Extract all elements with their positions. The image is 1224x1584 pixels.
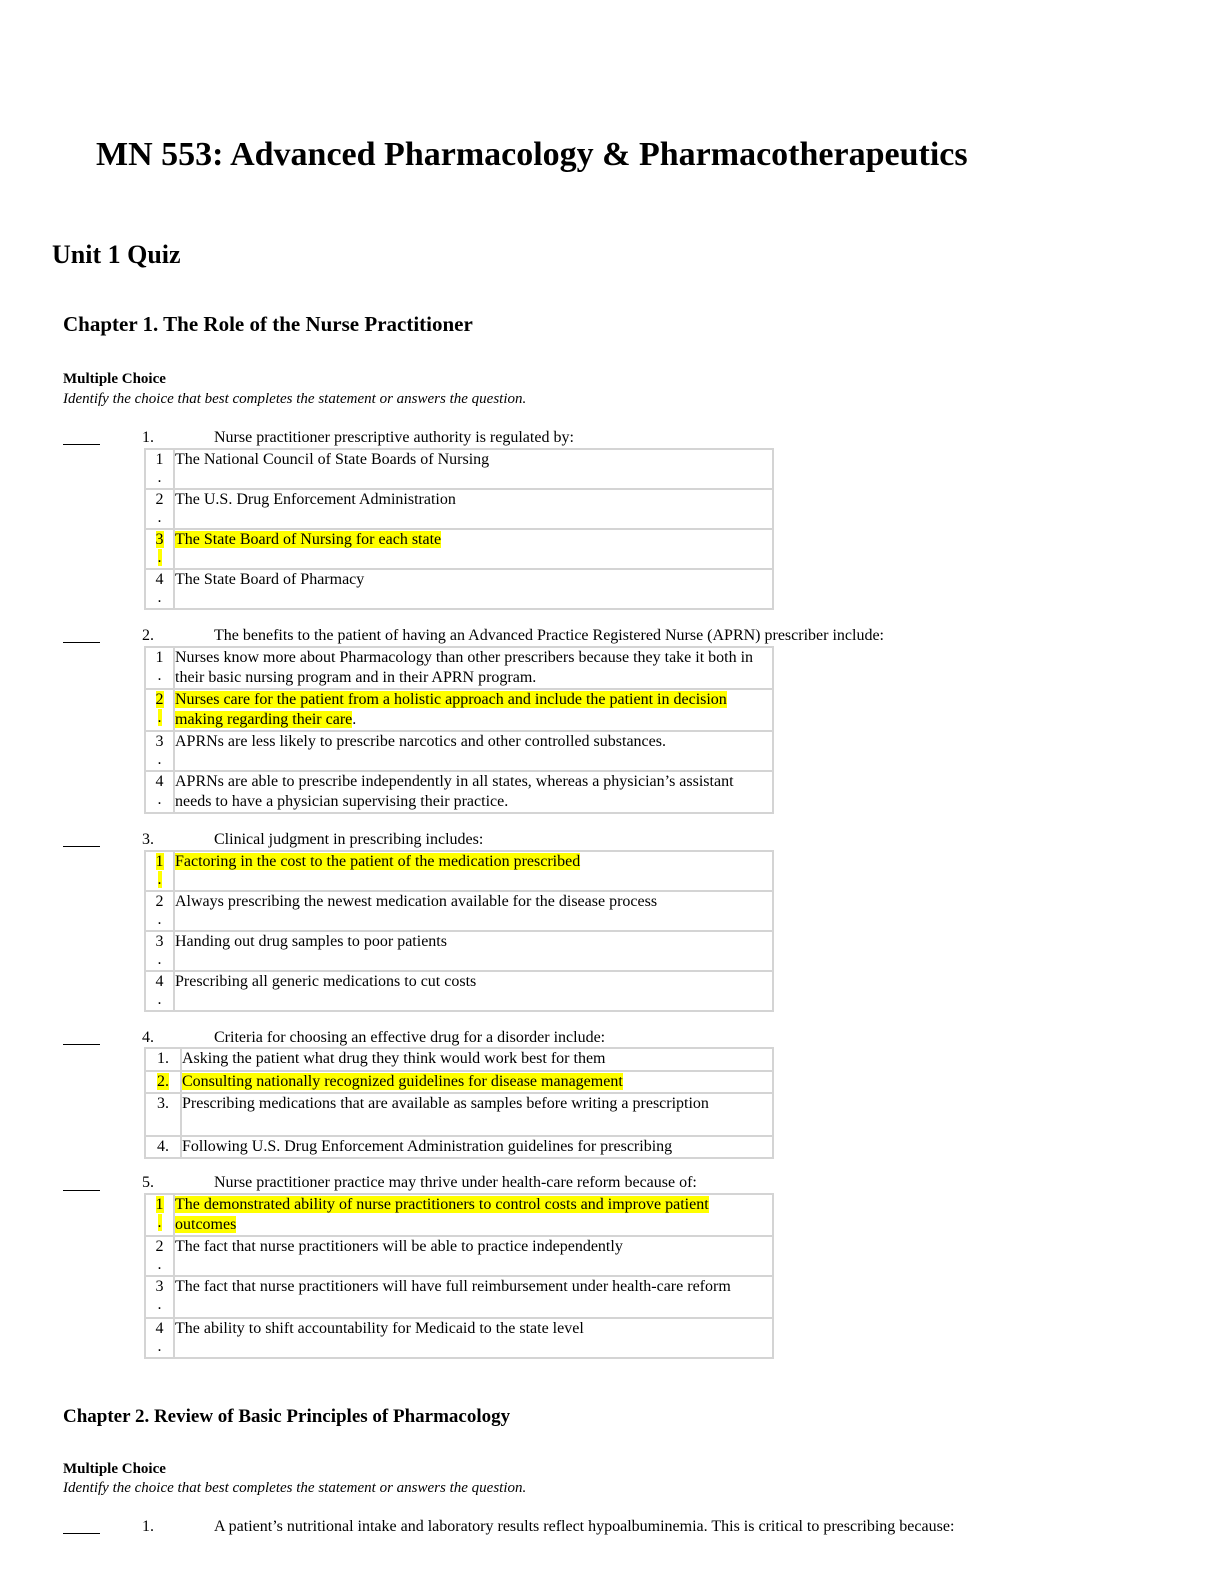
options-table-q1: 1. The National Council of State Boards … <box>144 448 774 610</box>
question-text: A patient’s nutritional intake and labor… <box>214 1518 955 1535</box>
option-row[interactable]: 4. APRNs are able to prescribe independe… <box>144 770 774 814</box>
option-number: 2. <box>144 890 175 932</box>
question-text: The benefits to the patient of having an… <box>214 627 884 644</box>
option-row-correct[interactable]: 1. Factoring in the cost to the patient … <box>144 850 774 892</box>
option-row[interactable]: 3. Prescribing medications that are avai… <box>144 1092 774 1137</box>
option-number: 3. <box>144 528 175 570</box>
option-text: APRNs are less likely to prescribe narco… <box>173 730 774 772</box>
chapter-2-title: Chapter 2. Review of Basic Principles of… <box>63 1406 511 1427</box>
option-row-correct[interactable]: 3. The State Board of Nursing for each s… <box>144 528 774 570</box>
option-text: Nurses care for the patient from a holis… <box>173 688 774 732</box>
options-table-q5: 1. The demonstrated ability of nurse pra… <box>144 1193 774 1359</box>
option-text: The ability to shift accountability for … <box>173 1317 774 1359</box>
option-row[interactable]: 2. The U.S. Drug Enforcement Administrat… <box>144 488 774 530</box>
option-number: 4. <box>144 770 175 814</box>
option-text: The State Board of Nursing for each stat… <box>173 528 774 570</box>
option-text: The State Board of Pharmacy <box>173 568 774 610</box>
option-row[interactable]: 3. APRNs are less likely to prescribe na… <box>144 730 774 772</box>
option-number: 1. <box>144 850 175 892</box>
option-row[interactable]: 4. The ability to shift accountability f… <box>144 1317 774 1359</box>
option-number: 4. <box>144 1135 182 1159</box>
option-row[interactable]: 1. Nurses know more about Pharmacology t… <box>144 646 774 690</box>
option-text: Following U.S. Drug Enforcement Administ… <box>180 1135 774 1159</box>
question-text: Nurse practitioner prescriptive authorit… <box>214 429 574 446</box>
option-text: The fact that nurse practitioners will h… <box>173 1275 774 1319</box>
chapter-1-title: Chapter 1. The Role of the Nurse Practit… <box>63 312 473 336</box>
instructions: Identify the choice that best completes … <box>63 391 527 407</box>
option-number: 1. <box>144 448 175 490</box>
option-number: 1. <box>144 646 175 690</box>
option-row[interactable]: 3. Handing out drug samples to poor pati… <box>144 930 774 972</box>
option-number: 2. <box>144 688 175 732</box>
option-row-correct[interactable]: 2. Nurses care for the patient from a ho… <box>144 688 774 732</box>
option-row[interactable]: 4. The State Board of Pharmacy <box>144 568 774 610</box>
answer-blank-q3[interactable] <box>63 846 100 847</box>
option-number: 2. <box>144 488 175 530</box>
option-row-correct[interactable]: 2. Consulting nationally recognized guid… <box>144 1070 774 1094</box>
option-row[interactable]: 4. Following U.S. Drug Enforcement Admin… <box>144 1135 774 1159</box>
option-text: Nurses know more about Pharmacology than… <box>173 646 774 690</box>
option-text: Prescribing medications that are availab… <box>180 1092 774 1137</box>
highlighted-answer: The demonstrated ability of nurse practi… <box>175 1196 709 1233</box>
option-row-correct[interactable]: 1. The demonstrated ability of nurse pra… <box>144 1193 774 1237</box>
question-number: 1. <box>142 1518 154 1535</box>
option-text: Handing out drug samples to poor patient… <box>173 930 774 972</box>
question-text: Clinical judgment in prescribing include… <box>214 831 484 848</box>
question-number: 4. <box>142 1029 154 1046</box>
options-table-q4: 1. Asking the patient what drug they thi… <box>144 1047 774 1159</box>
option-row[interactable]: 4. Prescribing all generic medications t… <box>144 970 774 1012</box>
answer-blank-q5[interactable] <box>63 1190 100 1191</box>
answer-blank-q4[interactable] <box>63 1044 100 1045</box>
option-number: 3. <box>144 1092 182 1137</box>
option-number: 3. <box>144 1275 175 1319</box>
question-number: 1. <box>142 429 154 446</box>
option-text: Prescribing all generic medications to c… <box>173 970 774 1012</box>
option-text: Always prescribing the newest medication… <box>173 890 774 932</box>
option-text: Asking the patient what drug they think … <box>180 1047 774 1072</box>
course-title: MN 553: Advanced Pharmacology & Pharmaco… <box>96 136 968 173</box>
option-row[interactable]: 2. Always prescribing the newest medicat… <box>144 890 774 932</box>
option-number: 3. <box>144 930 175 972</box>
option-row[interactable]: 1. The National Council of State Boards … <box>144 448 774 490</box>
unit-title: Unit 1 Quiz <box>52 240 181 269</box>
option-text: The demonstrated ability of nurse practi… <box>173 1193 774 1237</box>
option-number: 4. <box>144 1317 175 1359</box>
section-label: Multiple Choice <box>63 1461 166 1477</box>
answer-blank-q2[interactable] <box>63 642 100 643</box>
instructions: Identify the choice that best completes … <box>63 1480 527 1496</box>
section-label: Multiple Choice <box>63 371 166 387</box>
option-text: APRNs are able to prescribe independentl… <box>173 770 774 814</box>
option-number: 1. <box>144 1193 175 1237</box>
option-suffix: . <box>352 711 357 728</box>
question-text: Nurse practitioner practice may thrive u… <box>214 1174 697 1191</box>
question-text: Criteria for choosing an effective drug … <box>214 1029 606 1046</box>
option-text: Consulting nationally recognized guideli… <box>180 1070 774 1094</box>
options-table-q2: 1. Nurses know more about Pharmacology t… <box>144 646 774 814</box>
option-row[interactable]: 3. The fact that nurse practitioners wil… <box>144 1275 774 1319</box>
option-number: 3. <box>144 730 175 772</box>
option-text: The U.S. Drug Enforcement Administration <box>173 488 774 530</box>
option-number: 1. <box>144 1047 182 1072</box>
question-number: 5. <box>142 1174 154 1191</box>
highlighted-answer: Consulting nationally recognized guideli… <box>182 1073 623 1090</box>
option-text: The fact that nurse practitioners will b… <box>173 1235 774 1277</box>
answer-blank-q1[interactable] <box>63 444 100 445</box>
answer-blank-ch2-q1[interactable] <box>63 1533 100 1534</box>
option-text: Factoring in the cost to the patient of … <box>173 850 774 892</box>
question-number: 2. <box>142 627 154 644</box>
option-text: The National Council of State Boards of … <box>173 448 774 490</box>
option-number: 4. <box>144 568 175 610</box>
option-number: 2. <box>144 1235 175 1277</box>
option-row[interactable]: 1. Asking the patient what drug they thi… <box>144 1047 774 1072</box>
option-number: 2. <box>144 1070 182 1094</box>
highlighted-answer: The State Board of Nursing for each stat… <box>175 531 442 548</box>
question-number: 3. <box>142 831 154 848</box>
option-number: 4. <box>144 970 175 1012</box>
option-row[interactable]: 2. The fact that nurse practitioners wil… <box>144 1235 774 1277</box>
highlighted-answer: Nurses care for the patient from a holis… <box>175 691 727 728</box>
highlighted-answer: Factoring in the cost to the patient of … <box>175 853 581 870</box>
options-table-q3: 1. Factoring in the cost to the patient … <box>144 850 774 1012</box>
